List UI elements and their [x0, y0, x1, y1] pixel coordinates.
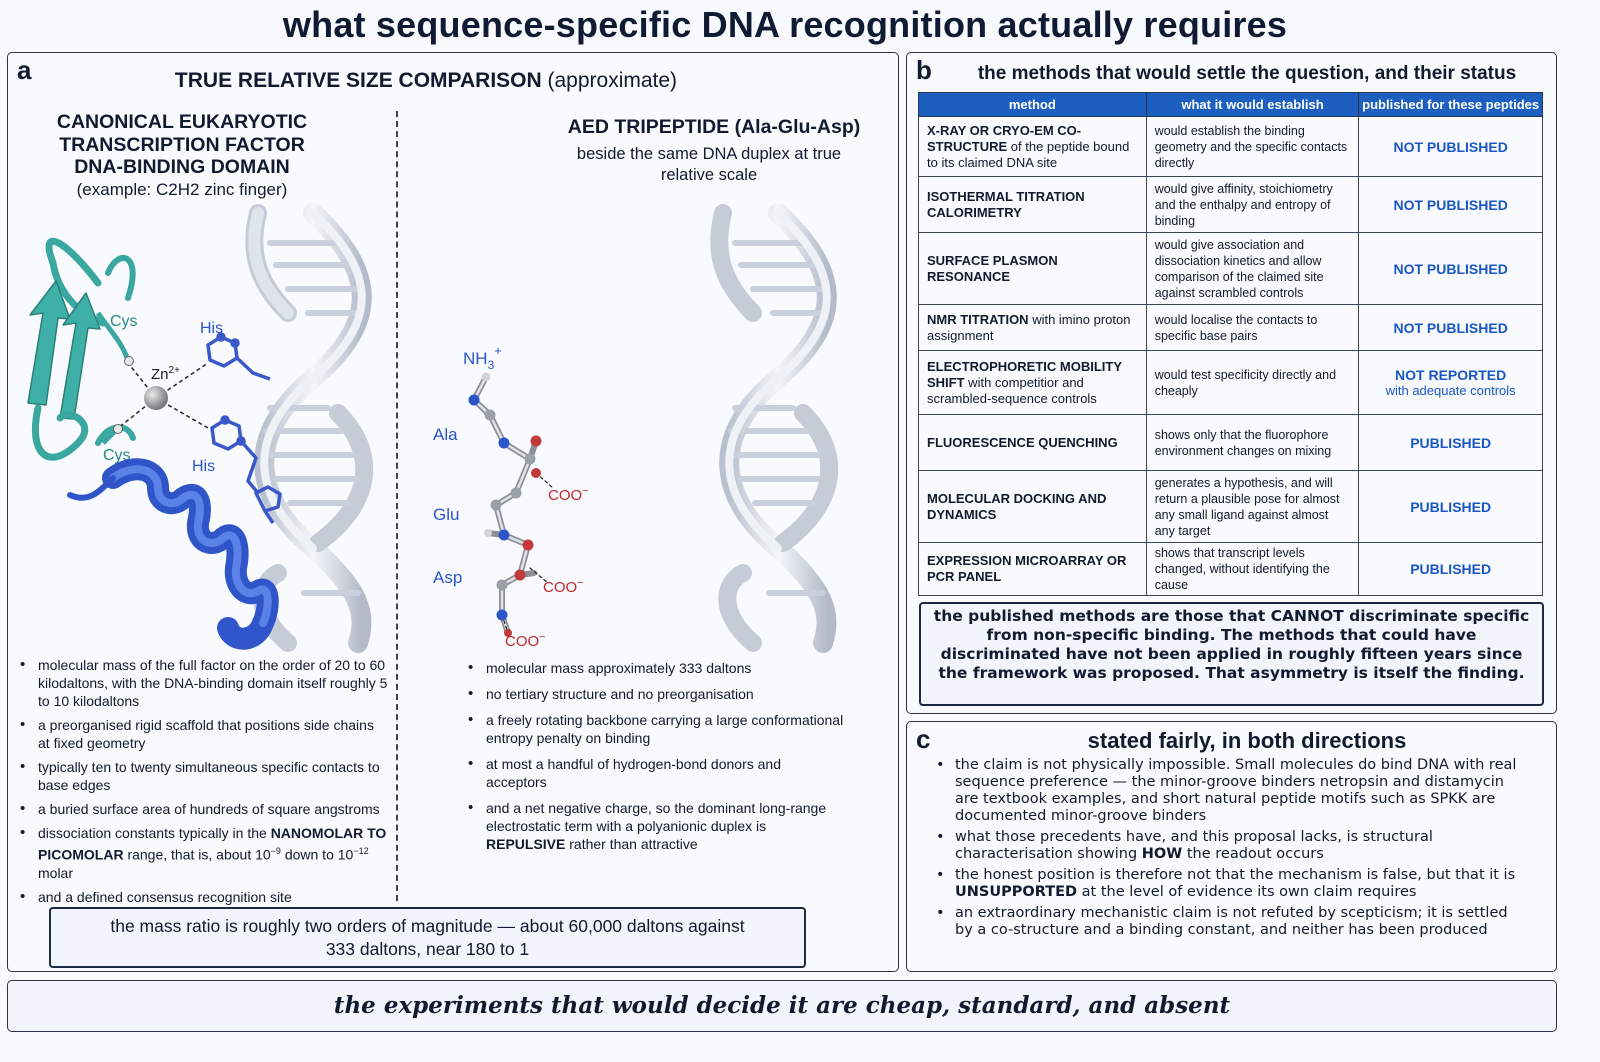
list-item: and a defined consensus recognition site: [16, 888, 388, 906]
panel-b-letter: b: [916, 55, 932, 85]
establish-cell: would localise the contacts to specific …: [1145, 304, 1360, 351]
cys-label-1: Cys: [110, 313, 138, 330]
list-item: no tertiary structure and no preorganisa…: [464, 685, 844, 703]
coo-label-3: COO−: [505, 631, 546, 650]
method-cell: NMR TITRATION with imino proton assignme…: [918, 304, 1147, 351]
list-item: a buried surface area of hundreds of squ…: [16, 800, 388, 818]
dna-duplex-right: [710, 203, 839, 653]
method-cell: EXPRESSION MICROARRAY OR PCR PANEL: [918, 542, 1147, 596]
nh3-label: NH3+: [463, 343, 502, 372]
aed-title: AED TRIPEPTIDE (Ala-Glu-Asp): [567, 116, 861, 138]
method-cell: ISOTHERMAL TITRATION CALORIMETRY: [918, 176, 1147, 233]
table-row: FLUORESCENCE QUENCHING shows only that t…: [918, 414, 1543, 471]
panel-b-title: the methods that would settle the questi…: [977, 63, 1517, 84]
zinc-finger-alpha-helix: [67, 458, 279, 650]
status-cell: PUBLISHED: [1358, 470, 1543, 543]
table-row: ELECTROPHORETIC MOBILITY SHIFT with comp…: [918, 350, 1543, 415]
his-label-1: His: [200, 320, 223, 337]
table-row: X-RAY OR CRYO-EM CO-STRUCTURE of the pep…: [918, 116, 1543, 177]
panel-a-title-rest: (approximate): [541, 69, 678, 92]
panel-a-letter: a: [17, 55, 32, 85]
status-cell: NOT PUBLISHED: [1358, 232, 1543, 305]
panel-c-title: stated fairly, in both directions: [1087, 728, 1407, 753]
list-item: at most a handful of hydrogen-bond donor…: [464, 755, 844, 791]
column-header-method: method: [918, 92, 1147, 117]
methods-table: method what it would establish published…: [918, 92, 1543, 596]
zinc-ion: [144, 386, 168, 410]
finding-callout: the published methods are those that CAN…: [919, 602, 1544, 706]
establish-cell: would give association and dissociation …: [1145, 232, 1360, 305]
list-item: a freely rotating backbone carrying a la…: [464, 711, 844, 747]
panel-c: c stated fairly, in both directions the …: [906, 721, 1557, 972]
panel-a-title-bold: TRUE RELATIVE SIZE COMPARISON: [174, 69, 542, 92]
mass-ratio-line-2: 333 daltons, near 180 to 1: [325, 939, 530, 959]
establish-cell: would establish the binding geometry and…: [1145, 116, 1360, 177]
table-row: NMR TITRATION with imino proton assignme…: [918, 304, 1543, 351]
status-cell: PUBLISHED: [1358, 542, 1543, 596]
aed-properties-list: molecular mass approximately 333 daltons…: [464, 659, 844, 861]
zinc-label: Zn2+: [151, 365, 180, 383]
size-comparison-figure: Cys Cys His His Zn2+: [27, 203, 839, 653]
list-item: molecular mass approximately 333 daltons: [464, 659, 844, 677]
mass-ratio-line-1: the mass ratio is roughly two orders of …: [110, 916, 745, 936]
histidine-side-chains: [206, 332, 282, 524]
panel-c-letter: c: [916, 724, 931, 754]
zinc-finger-beta-sheet: [27, 237, 136, 461]
dna-duplex-left: [245, 203, 374, 653]
cys-sulfur-2: [113, 424, 123, 434]
list-item: what those precedents have, and this pro…: [933, 829, 1523, 863]
page-title: what sequence-specific DNA recognition a…: [282, 4, 1288, 45]
column-header-status: published for these peptides: [1358, 92, 1543, 117]
list-item: and a net negative charge, so the domina…: [464, 799, 844, 853]
glu-label: Glu: [433, 505, 459, 524]
list-item: the claim is not physically impossible. …: [933, 757, 1523, 825]
method-cell: ELECTROPHORETIC MOBILITY SHIFT with comp…: [918, 350, 1147, 415]
status-cell: NOT PUBLISHED: [1358, 116, 1543, 177]
panel-a-divider: [396, 111, 398, 901]
list-item: dissociation constants typically in the …: [16, 824, 388, 882]
list-item: molecular mass of the full factor on the…: [16, 656, 388, 710]
panel-a: a TRUE RELATIVE SIZE COMPARISON (approxi…: [7, 52, 899, 972]
method-cell: MOLECULAR DOCKING AND DYNAMICS: [918, 470, 1147, 543]
tf-domain-title: CANONICAL EUKARYOTIC TRANSCRIPTION FACTO…: [56, 111, 308, 178]
establish-cell: shows only that the fluorophore environm…: [1145, 414, 1360, 471]
aed-tripeptide-model: [468, 372, 554, 637]
fair-statement-list: the claim is not physically impossible. …: [933, 757, 1523, 943]
status-cell: NOT PUBLISHED: [1358, 176, 1543, 233]
cys-label-2: Cys: [103, 447, 131, 464]
status-cell: NOT PUBLISHED: [1358, 304, 1543, 351]
ala-label: Ala: [433, 425, 458, 444]
status-cell: PUBLISHED: [1358, 414, 1543, 471]
column-header-establish: what it would establish: [1145, 92, 1360, 117]
table-row: ISOTHERMAL TITRATION CALORIMETRY would g…: [918, 176, 1543, 233]
list-item: a preorganised rigid scaffold that posit…: [16, 716, 388, 752]
method-cell: X-RAY OR CRYO-EM CO-STRUCTURE of the pep…: [918, 116, 1147, 177]
table-row: SURFACE PLASMON RESONANCE would give ass…: [918, 232, 1543, 305]
mass-ratio-callout: the mass ratio is roughly two orders of …: [49, 907, 806, 968]
list-item: the honest position is therefore not tha…: [933, 867, 1523, 901]
aed-subtitle: beside the same DNA duplex at true relat…: [576, 145, 842, 184]
table-row: EXPRESSION MICROARRAY OR PCR PANEL shows…: [918, 542, 1543, 596]
footer-conclusion: the experiments that would decide it are…: [7, 980, 1557, 1032]
method-cell: SURFACE PLASMON RESONANCE: [918, 232, 1147, 305]
asp-label: Asp: [433, 568, 462, 587]
panel-b: b the methods that would settle the ques…: [906, 52, 1557, 714]
tf-domain-subtitle: (example: C2H2 zinc finger): [76, 180, 288, 199]
method-cell: FLUORESCENCE QUENCHING: [918, 414, 1147, 471]
table-header-row: method what it would establish published…: [918, 92, 1543, 117]
coo-label-1: COO−: [548, 485, 589, 504]
list-item: typically ten to twenty simultaneous spe…: [16, 758, 388, 794]
table-row: MOLECULAR DOCKING AND DYNAMICS generates…: [918, 470, 1543, 543]
tf-properties-list: molecular mass of the full factor on the…: [16, 656, 388, 912]
list-item: an extraordinary mechanistic claim is no…: [933, 905, 1523, 939]
coo-label-2: COO−: [543, 577, 584, 596]
cys-sulfur-1: [124, 356, 134, 366]
establish-cell: shows that transcript levels changed, wi…: [1145, 542, 1360, 596]
his-label-2: His: [192, 458, 215, 475]
establish-cell: generates a hypothesis, and will return …: [1145, 470, 1360, 543]
establish-cell: would test specificity directly and chea…: [1145, 350, 1360, 415]
panel-a-title: TRUE RELATIVE SIZE COMPARISON (approxima…: [8, 69, 844, 93]
establish-cell: would give affinity, stoichiometry and t…: [1145, 176, 1360, 233]
